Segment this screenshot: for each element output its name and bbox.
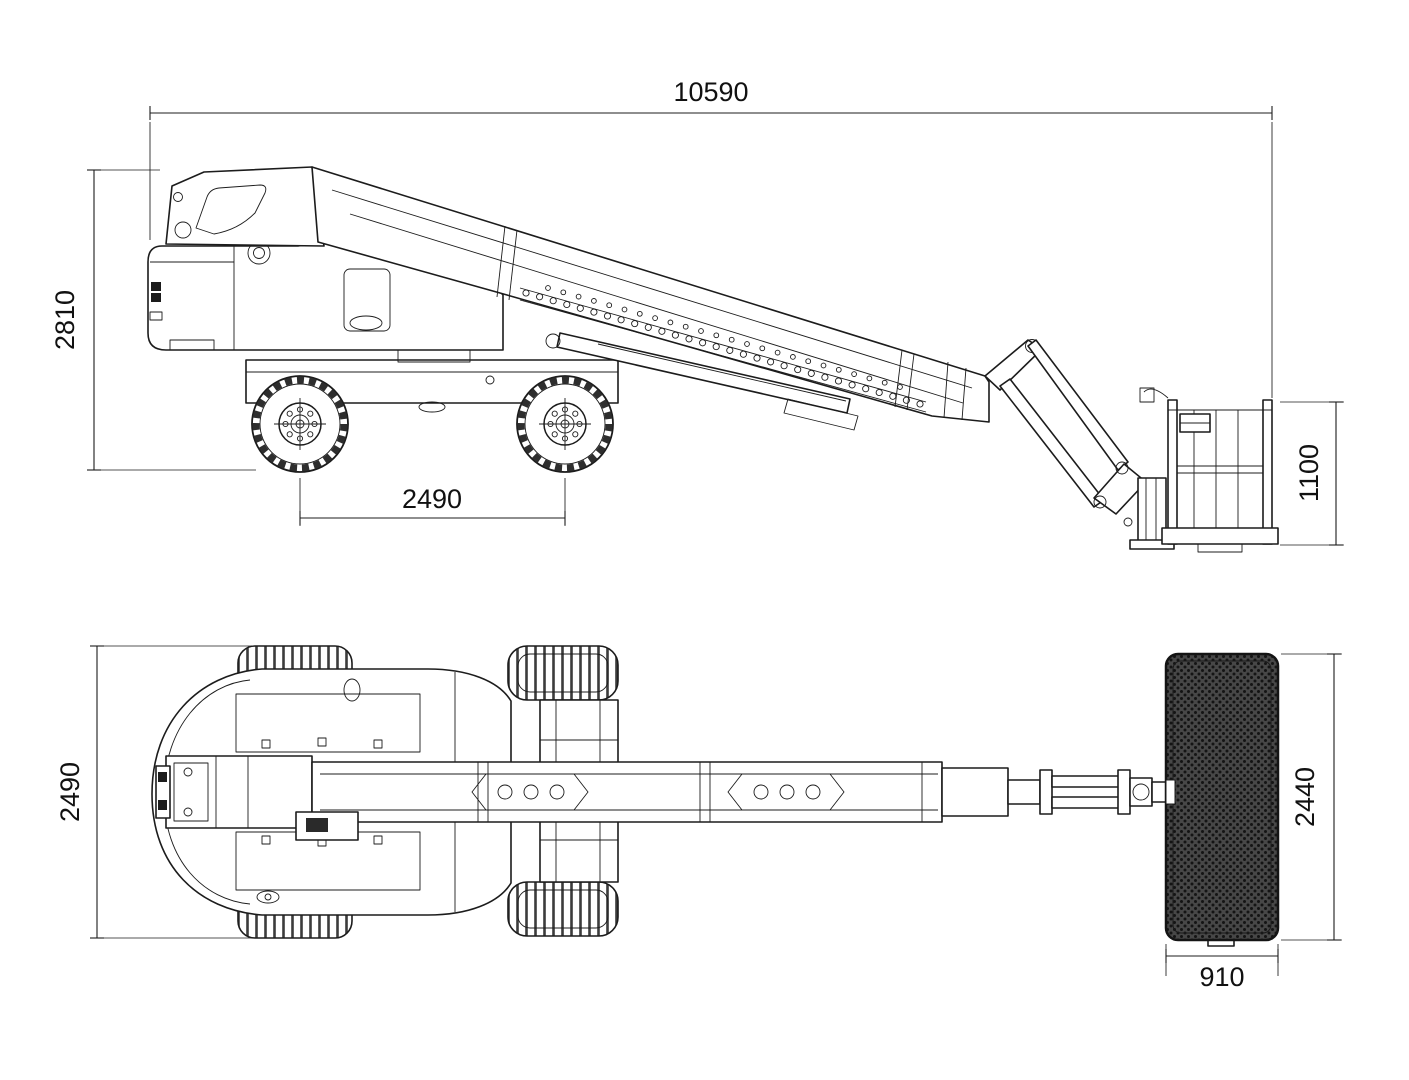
dim-wheelbase: 2490	[402, 484, 462, 514]
dim-platform-span-group: 2440	[1281, 653, 1342, 941]
plan-view: 2490 2440 910	[55, 645, 1342, 992]
front-hub-bolts	[547, 406, 583, 442]
dim-overall-length-group: 10590	[149, 77, 1273, 398]
chassis-side	[245, 359, 619, 413]
boom-hole-plate-2	[727, 773, 845, 811]
dim-overall-width-group: 2490	[55, 645, 252, 939]
rail-hook	[1139, 387, 1155, 403]
jib-plan	[1007, 769, 1171, 815]
rear-hub-bolts	[282, 406, 318, 442]
boom-pivot-pin	[174, 221, 192, 239]
turntable	[397, 349, 471, 363]
dim-wheelbase-group: 2490	[299, 478, 566, 526]
platform-deck	[1164, 652, 1280, 942]
grill-vent	[151, 282, 161, 291]
boom-plan	[155, 755, 1009, 841]
dim-platform-height-group: 1100	[1280, 401, 1344, 546]
boom-hole-plate-1	[471, 773, 589, 811]
platform-side	[1129, 387, 1279, 553]
platform-plan	[1164, 652, 1280, 947]
front-wheel	[516, 375, 614, 473]
dim-platform-width-group: 910	[1165, 944, 1279, 992]
dim-platform-span: 2440	[1290, 767, 1320, 827]
dim-overall-width: 2490	[55, 762, 85, 822]
dim-overall-height: 2810	[50, 290, 80, 350]
boom-rest-pad	[783, 398, 859, 431]
dim-overall-length: 10590	[673, 77, 748, 107]
dim-platform-width: 910	[1199, 962, 1244, 992]
telescopic-boom	[311, 166, 990, 423]
lift-cylinder	[545, 332, 859, 431]
rear-wheel	[251, 375, 349, 473]
platform-gate-notch	[1165, 779, 1176, 805]
jib-linkage	[984, 339, 1147, 527]
boom-riser	[165, 166, 325, 247]
side-view: 10590 2810 2490 1100	[50, 77, 1344, 553]
boom-perforation-row	[522, 289, 924, 408]
dim-overall-height-group: 2810	[50, 169, 256, 471]
boom-perforation-row-upper	[545, 285, 903, 390]
platform-floor	[1161, 527, 1279, 545]
dim-platform-height: 1100	[1294, 444, 1324, 502]
